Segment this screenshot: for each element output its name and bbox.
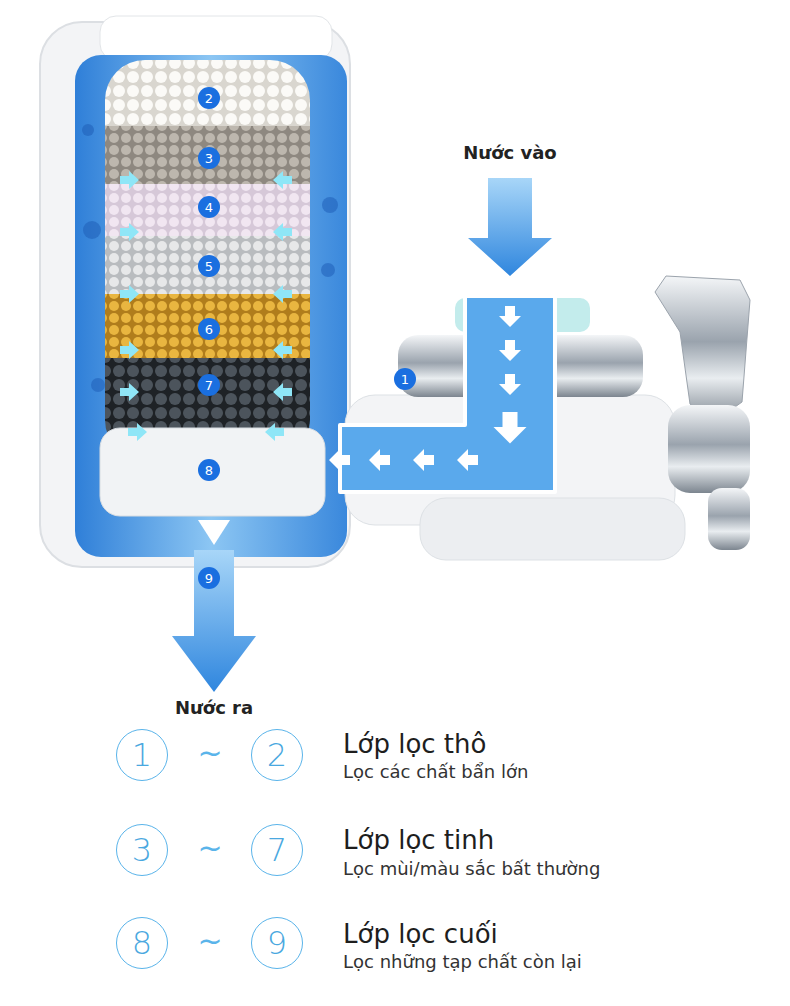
flow-label: Nước vào (463, 143, 556, 163)
layer-description: Lọc các chất bẩn lớn (343, 762, 528, 782)
callout-number: 1 (394, 368, 416, 390)
range-tilde: ~ (197, 831, 222, 864)
layer-heading: Lớp lọc cuối (343, 920, 498, 949)
callout-number: 4 (198, 196, 220, 218)
layer-description: Lọc những tạp chất còn lại (343, 952, 582, 972)
legend-number-circle: 1 (116, 729, 168, 781)
number-text: 8 (132, 927, 152, 959)
callout-number: 7 (198, 374, 220, 396)
callout-number: 8 (198, 459, 220, 481)
callout-number: 6 (198, 318, 220, 340)
number-text: 7 (267, 834, 287, 866)
callout-number: 3 (198, 147, 220, 169)
number-text: 3 (205, 152, 213, 165)
range-tilde: ~ (197, 736, 222, 769)
number-text: 1 (401, 373, 409, 386)
callout-number: 5 (198, 255, 220, 277)
number-text: 5 (205, 260, 213, 273)
number-text: 9 (267, 927, 287, 959)
callout-number: 9 (198, 567, 220, 589)
flow-label: Nước ra (175, 698, 253, 718)
number-text: 1 (132, 739, 152, 771)
number-text: 2 (205, 92, 213, 105)
number-text: 3 (132, 834, 152, 866)
layer-description: Lọc mùi/màu sắc bất thường (343, 859, 600, 879)
legend-number-circle: 3 (116, 824, 168, 876)
range-tilde: ~ (197, 924, 222, 957)
legend-number-circle: 7 (251, 824, 303, 876)
number-text: 7 (205, 379, 213, 392)
legend-number-circle: 2 (251, 729, 303, 781)
number-text: 4 (205, 201, 213, 214)
number-text: 2 (267, 739, 287, 771)
number-text: 9 (205, 572, 213, 585)
legend-number-circle: 8 (116, 917, 168, 969)
callout-number: 2 (198, 87, 220, 109)
layer-heading: Lớp lọc thô (343, 730, 486, 759)
legend-number-circle: 9 (251, 917, 303, 969)
number-text: 6 (205, 323, 213, 336)
number-text: 8 (205, 464, 213, 477)
layer-heading: Lớp lọc tinh (343, 826, 494, 855)
